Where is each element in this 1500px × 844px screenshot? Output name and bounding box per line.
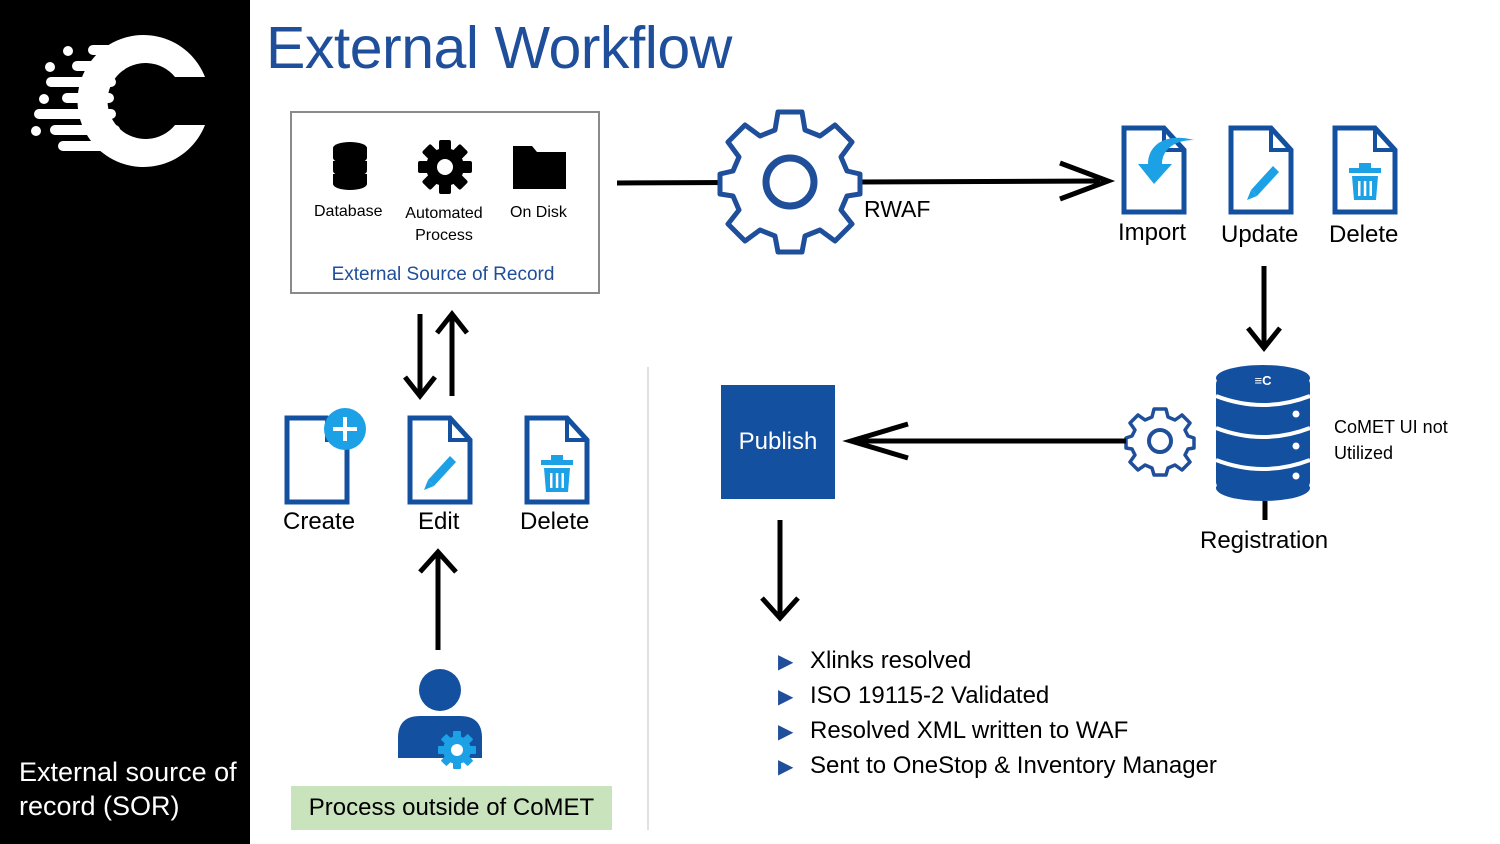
create-label: Create (283, 508, 356, 535)
list-item: ▶Resolved XML written to WAF (778, 714, 1217, 749)
update-doc-icon (1231, 128, 1291, 212)
comet-logo-icon (31, 35, 205, 168)
list-item: ▶Sent to OneStop & Inventory Manager (778, 749, 1217, 784)
process-outside-box: Process outside of CoMET (291, 786, 612, 830)
bullet-triangle-icon: ▶ (778, 756, 794, 778)
registration-label: Registration (1200, 527, 1329, 554)
rwaf-label: RWAF (864, 196, 931, 222)
import-label: Import (1118, 219, 1187, 246)
edit-doc-icon (410, 418, 470, 502)
edit-label: Edit (418, 508, 460, 535)
database-label: Database (314, 203, 383, 220)
external-source-of-record-caption: External Source of Record (331, 264, 555, 285)
registration-database-icon: ≡C (1215, 365, 1311, 501)
delete-doc-icon (1335, 128, 1395, 212)
sidebar-caption: External source of record (SOR) (19, 757, 237, 821)
sync-arrows-icon (403, 309, 469, 401)
delete-doc-left-icon (527, 418, 587, 502)
rwaf-gear-icon (717, 109, 863, 255)
list-item: ▶Xlinks resolved (778, 644, 1217, 679)
publish-box: Publish (721, 385, 835, 499)
svg-text:≡C: ≡C (1255, 373, 1273, 388)
on-disk-label: On Disk (510, 204, 567, 221)
database-icon (333, 142, 367, 190)
folder-icon (513, 146, 566, 189)
bullet-triangle-icon: ▶ (778, 686, 794, 708)
delete-label-left: Delete (520, 508, 590, 535)
create-doc-icon (287, 408, 366, 502)
small-gear-icon (1124, 407, 1196, 477)
delete-label-right: Delete (1329, 221, 1399, 248)
bullet-triangle-icon: ▶ (778, 651, 794, 673)
arrowhead-import (1059, 160, 1116, 202)
publish-steps-list: ▶Xlinks resolved ▶ISO 19115-2 Validated … (778, 644, 1217, 784)
user-gear-icon (398, 669, 482, 769)
bullet-triangle-icon: ▶ (778, 721, 794, 743)
update-label: Update (1221, 221, 1299, 248)
gear-icon (418, 140, 472, 194)
comet-ui-note: CoMET UI not Utilized (1334, 417, 1448, 463)
automated-process-label: Automated Process (405, 205, 483, 244)
process-outside-label: Process outside of CoMET (308, 794, 595, 821)
sidebar: External source of record (SOR) (0, 0, 250, 844)
page-title: External Workflow (266, 15, 732, 81)
import-doc-icon (1124, 128, 1194, 212)
list-item: ▶ISO 19115-2 Validated (778, 679, 1217, 714)
publish-label: Publish (738, 428, 818, 455)
